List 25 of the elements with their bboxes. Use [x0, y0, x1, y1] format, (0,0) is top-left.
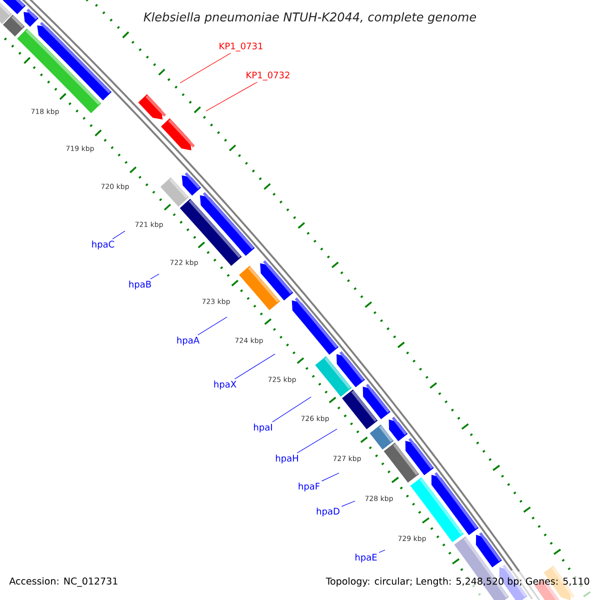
- gene-label: KP1_0731: [220, 42, 262, 52]
- leader-line: [272, 396, 312, 422]
- gene-label: hpaB: [129, 280, 151, 290]
- gene-label: hpaD: [316, 508, 340, 516]
- leader-line: [180, 52, 231, 84]
- gene-label: KP1_0732: [246, 72, 290, 80]
- gene-label: hpaA: [177, 336, 200, 346]
- gene-label: hpaH: [276, 454, 298, 464]
- leader-line: [206, 82, 258, 112]
- gene-label: hpaC: [92, 240, 114, 250]
- footer-text: Accession: NC_012731: [9, 577, 118, 587]
- leader-line: [296, 428, 338, 454]
- leader-line: [150, 274, 160, 280]
- gene-label: hpaF: [298, 482, 320, 492]
- leader-line: [112, 230, 126, 240]
- gene-label: hpaX: [214, 380, 236, 390]
- footer-text: Topology: circular; Length: 5,248,520 bp; Genes: 5,110: [326, 577, 590, 587]
- leader-line: [378, 550, 386, 553]
- leader-line: [234, 354, 276, 380]
- gene-label: hpaE: [356, 554, 377, 562]
- title: Klebsiella pneumoniae NTUH-K2044, complete genome: [144, 12, 476, 24]
- leader-line: [341, 500, 356, 507]
- leader-line: [321, 472, 340, 482]
- gene-label: hpaI: [254, 424, 272, 432]
- leader-line: [198, 316, 228, 336]
